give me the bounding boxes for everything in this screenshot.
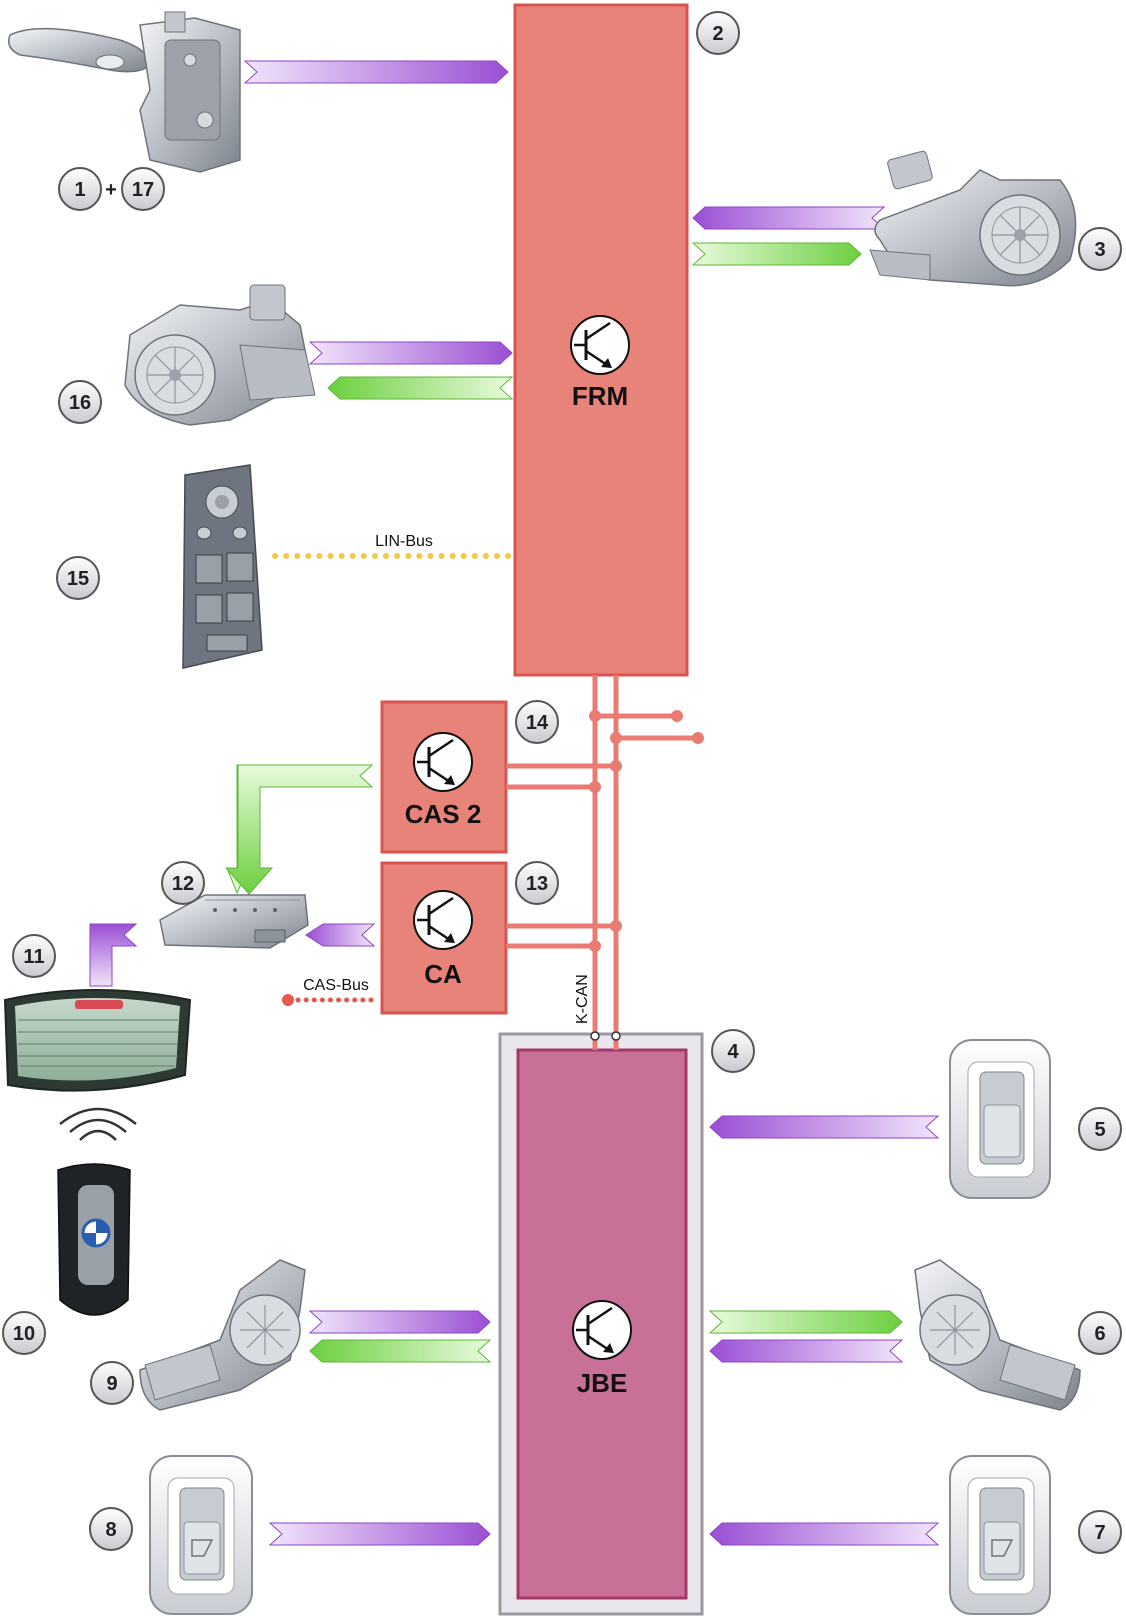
cas-bus-label: CAS-Bus [303, 977, 369, 994]
window-switch-icon[interactable] [950, 1456, 1050, 1614]
frm-module[interactable]: FRM [515, 5, 687, 675]
door-handle-lock-icon[interactable] [9, 12, 240, 172]
svg-text:5: 5 [1094, 1119, 1105, 1141]
svg-text:17: 17 [132, 179, 154, 201]
badge-14: 14 [516, 701, 558, 743]
svg-text:8: 8 [105, 1519, 116, 1541]
svg-text:14: 14 [526, 712, 549, 734]
badge-4: 4 [712, 1030, 754, 1072]
key-fob-icon[interactable] [58, 1109, 136, 1315]
badge-13: 13 [516, 862, 558, 904]
rear-window-icon[interactable] [5, 990, 190, 1091]
window-switch-icon[interactable] [150, 1456, 252, 1614]
badge-1: 1 [59, 168, 101, 210]
transistor-icon [414, 733, 472, 791]
frm-label: FRM [572, 381, 628, 411]
ca-module[interactable]: CA [382, 863, 506, 1013]
signal-arrow-frm-to-16 [328, 377, 512, 399]
svg-text:15: 15 [67, 568, 89, 590]
badge-2: 2 [697, 12, 739, 54]
signal-arrow-ca-to-12 [306, 924, 374, 946]
svg-text:13: 13 [526, 873, 548, 895]
signal-arrow-jbe-to-6 [710, 1311, 902, 1333]
badge-16: 16 [59, 381, 101, 423]
badge-9: 9 [91, 1362, 133, 1404]
signal-arrow-16-to-frm [310, 342, 512, 364]
badge-11: 11 [13, 935, 55, 977]
window-switch-icon[interactable] [950, 1040, 1050, 1198]
window-motor-icon[interactable] [870, 150, 1076, 285]
svg-text:9: 9 [106, 1373, 117, 1395]
signal-arrow-12-to-11 [90, 924, 136, 986]
signal-arrow-5-to-jbe [710, 1116, 938, 1138]
window-motor-icon[interactable] [125, 285, 315, 425]
signal-arrow-frm-to-3 [693, 243, 861, 265]
signal-arrow-jbe-to-9 [310, 1340, 490, 1362]
svg-text:6: 6 [1094, 1323, 1105, 1345]
signal-arrow-9-to-jbe [310, 1311, 490, 1333]
svg-text:2: 2 [712, 23, 723, 45]
window-motor-icon[interactable] [140, 1260, 305, 1410]
signal-arrow-7-to-jbe [710, 1523, 938, 1545]
cas-bus-endpoint [282, 994, 294, 1006]
badge-10: 10 [3, 1312, 45, 1354]
cas2-module[interactable]: CAS 2 [382, 702, 506, 852]
bus-junctions [589, 710, 704, 952]
signal-arrow-3-to-frm [693, 207, 884, 229]
badge-7: 7 [1079, 1511, 1121, 1553]
svg-text:1: 1 [74, 179, 85, 201]
window-motor-icon[interactable] [915, 1260, 1080, 1410]
transistor-icon [414, 891, 472, 949]
svg-text:12: 12 [172, 873, 194, 895]
badge-15: 15 [57, 557, 99, 599]
svg-text:4: 4 [727, 1041, 739, 1063]
transistor-icon [571, 316, 629, 374]
badge-plus: + [105, 179, 117, 201]
badge-12: 12 [162, 862, 204, 904]
signal-arrow-cas2-to-12-body [226, 765, 372, 894]
svg-text:16: 16 [69, 392, 91, 414]
badge-17: 17 [122, 168, 164, 210]
lin-bus-label: LIN-Bus [375, 533, 433, 550]
signal-arrow-8-to-jbe [270, 1523, 490, 1545]
ca-label: CA [424, 959, 462, 989]
switch-block-icon[interactable] [183, 465, 262, 668]
transistor-icon [573, 1301, 631, 1359]
svg-text:11: 11 [23, 946, 44, 968]
badge-6: 6 [1079, 1312, 1121, 1354]
svg-text:7: 7 [1094, 1522, 1105, 1544]
jbe-label: JBE [577, 1368, 628, 1398]
cas2-label: CAS 2 [405, 799, 482, 829]
badge-8: 8 [90, 1508, 132, 1550]
svg-text:3: 3 [1094, 239, 1105, 261]
k-can-label: K-CAN [574, 974, 591, 1024]
badge-5: 5 [1079, 1108, 1121, 1150]
signal-arrow-door-handle-to-frm [245, 61, 508, 83]
signal-arrow-6-to-jbe [710, 1340, 902, 1362]
jbe-module[interactable]: JBE [500, 1034, 702, 1614]
svg-text:10: 10 [13, 1323, 35, 1345]
badge-3: 3 [1079, 228, 1121, 270]
